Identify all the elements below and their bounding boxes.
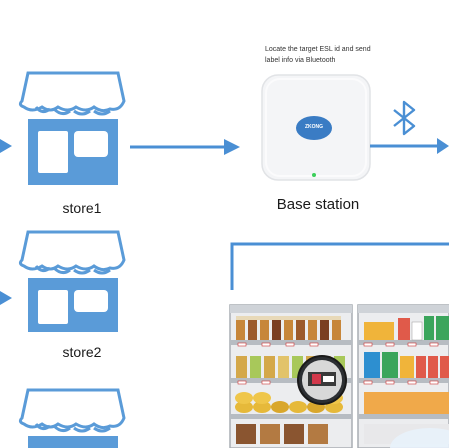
shelf-connector bbox=[230, 242, 449, 290]
storefront-icon bbox=[18, 71, 126, 185]
arrow-into-store2 bbox=[0, 291, 12, 305]
bluetooth-icon bbox=[393, 100, 416, 136]
arrow-store1-to-station bbox=[130, 139, 240, 155]
caption-line-2: label info via Bluetooth bbox=[265, 57, 336, 64]
arrow-station-out bbox=[370, 138, 449, 154]
store2-label: store2 bbox=[62, 344, 102, 360]
store1-label: store1 bbox=[62, 200, 102, 216]
supermarket-shelf-image bbox=[229, 304, 449, 448]
base-station-brand: ZKONG bbox=[304, 124, 324, 130]
base-station-device bbox=[261, 74, 371, 181]
storefront-icon bbox=[18, 388, 126, 448]
caption-text: Locate the target ESL id and send label … bbox=[265, 44, 425, 66]
magnifier-detail bbox=[297, 355, 347, 405]
storefront-icon bbox=[18, 230, 126, 332]
base-station-label: Base station bbox=[276, 196, 360, 213]
caption-line-1: Locate the target ESL id and send bbox=[265, 46, 371, 53]
arrow-into-store1 bbox=[0, 139, 12, 153]
